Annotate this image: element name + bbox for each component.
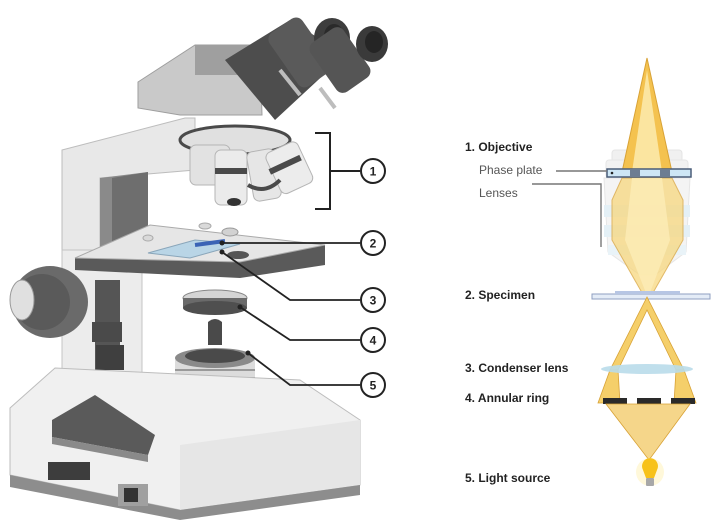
optical-schematic	[532, 57, 711, 486]
callout-5: 5	[360, 372, 386, 398]
stage	[74, 222, 326, 278]
callout-number: 2	[370, 237, 377, 251]
bracket-1	[315, 132, 331, 210]
condenser-lens	[601, 364, 693, 374]
callout-number: 4	[370, 334, 377, 348]
eyepieces	[225, 17, 388, 120]
objectives-turret	[178, 124, 314, 206]
light-beam-lower	[609, 296, 685, 371]
leader-line-3	[221, 251, 360, 301]
callout-number: 3	[370, 294, 377, 308]
condenser-assembly	[182, 289, 248, 345]
light-cone-bottom	[605, 403, 691, 461]
microscope-base	[9, 367, 361, 520]
callout-number: 5	[370, 379, 377, 393]
base-panel	[52, 395, 155, 455]
callout-2: 2	[360, 230, 386, 256]
label-condenser-lens: 3. Condenser lens	[465, 361, 569, 375]
callout-1: 1	[360, 158, 386, 184]
label-objective: 1. Objective	[465, 140, 533, 154]
leader-line-5	[247, 352, 360, 386]
microscope-illustration	[9, 17, 388, 520]
label-phase-plate: Phase plate	[479, 163, 543, 177]
label-lenses: Lenses	[479, 186, 518, 200]
leader-lenses	[532, 183, 602, 247]
callout-4: 4	[360, 327, 386, 353]
callout-3: 3	[360, 287, 386, 313]
focus-knob	[9, 266, 124, 370]
annular-ring	[603, 398, 695, 404]
phase-plate	[606, 168, 692, 178]
callout-number: 1	[370, 165, 377, 179]
callouts: 1 2 3 4 5	[219, 132, 386, 398]
label-specimen: 2. Specimen	[465, 288, 536, 302]
light-bulb-icon	[636, 458, 664, 486]
label-light-source: 5. Light source	[465, 471, 551, 485]
label-annular-ring: 4. Annular ring	[465, 391, 550, 405]
slide	[147, 239, 241, 259]
specimen-slide	[591, 291, 711, 300]
leader-line-4	[239, 306, 360, 341]
